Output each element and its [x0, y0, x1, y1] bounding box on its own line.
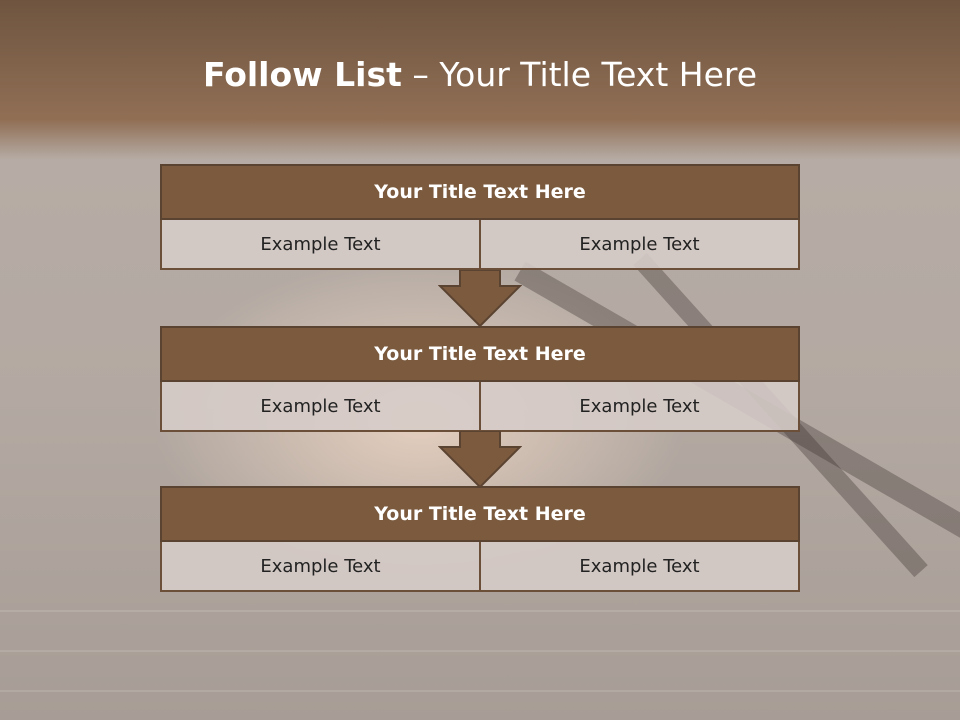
- step-3-right-text: Example Text: [481, 542, 800, 592]
- water-line: [0, 690, 960, 692]
- step-block-3: Your Title Text Here Example Text Exampl…: [160, 486, 800, 592]
- step-2-right-text: Example Text: [481, 382, 800, 432]
- slide-title-bold: Follow List: [202, 55, 402, 94]
- step-2-left-text: Example Text: [160, 382, 481, 432]
- step-1-right-text: Example Text: [481, 220, 800, 270]
- slide-title-rest: – Your Title Text Here: [401, 55, 758, 94]
- step-title-3: Your Title Text Here: [160, 486, 800, 542]
- step-3-left-text: Example Text: [160, 542, 481, 592]
- step-row-2: Example Text Example Text: [160, 382, 800, 432]
- step-1-left-text: Example Text: [160, 220, 481, 270]
- water-line: [0, 610, 960, 612]
- step-row-3: Example Text Example Text: [160, 542, 800, 592]
- step-block-1: Your Title Text Here Example Text Exampl…: [160, 164, 800, 270]
- water-line: [0, 650, 960, 652]
- down-arrow-icon: [438, 431, 522, 489]
- step-title-2: Your Title Text Here: [160, 326, 800, 382]
- slide-title: Follow List – Your Title Text Here: [0, 55, 960, 95]
- down-arrow-icon: [438, 270, 522, 328]
- step-title-1: Your Title Text Here: [160, 164, 800, 220]
- step-block-2: Your Title Text Here Example Text Exampl…: [160, 326, 800, 432]
- step-row-1: Example Text Example Text: [160, 220, 800, 270]
